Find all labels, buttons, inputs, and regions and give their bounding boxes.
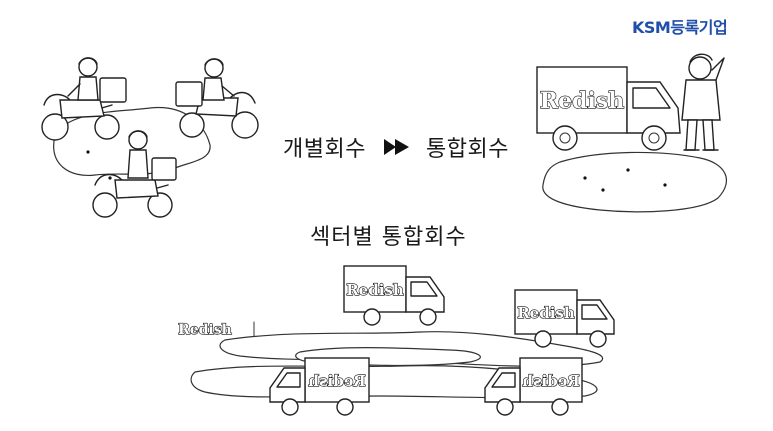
brand-sign-left: Redish <box>178 321 255 339</box>
caption-integrated-collection: 통합회수 <box>426 137 509 162</box>
truck-upper-1-brand: Redish <box>346 281 404 299</box>
worker-figure <box>681 53 725 151</box>
scooter-courier-2 <box>175 58 259 139</box>
truck-lower-1: Redish <box>269 357 370 416</box>
truck-lower-2: Redish <box>484 357 583 416</box>
truck-lower-2-brand: Redish <box>522 372 580 390</box>
truck-upper-1: Redish <box>343 265 445 326</box>
road-blob-right <box>542 151 728 213</box>
fast-forward-arrow-icon <box>384 139 409 155</box>
truck-upper-2-brand: Redish <box>517 304 575 322</box>
sector-collection-scene: Redish Redish Redish <box>178 265 615 416</box>
truck-large-brand: Redish <box>540 88 624 114</box>
scooter-courier-1 <box>41 57 127 141</box>
scooter-courier-3 <box>92 130 177 218</box>
truck-upper-2: Redish <box>514 289 615 348</box>
caption-sector-integrated-collection: 섹터별 통합회수 <box>310 225 467 250</box>
individual-collection-scene <box>41 57 259 218</box>
truck-lower-1-brand: Redish <box>308 372 366 390</box>
brand-sign-left-text: Redish <box>178 322 232 338</box>
ksm-registered-logo: KSM등록기업 <box>632 18 728 37</box>
truck-large: Redish <box>536 66 681 151</box>
integrated-collection-scene: Redish <box>536 53 728 213</box>
caption-individual-collection: 개별회수 <box>283 137 366 162</box>
